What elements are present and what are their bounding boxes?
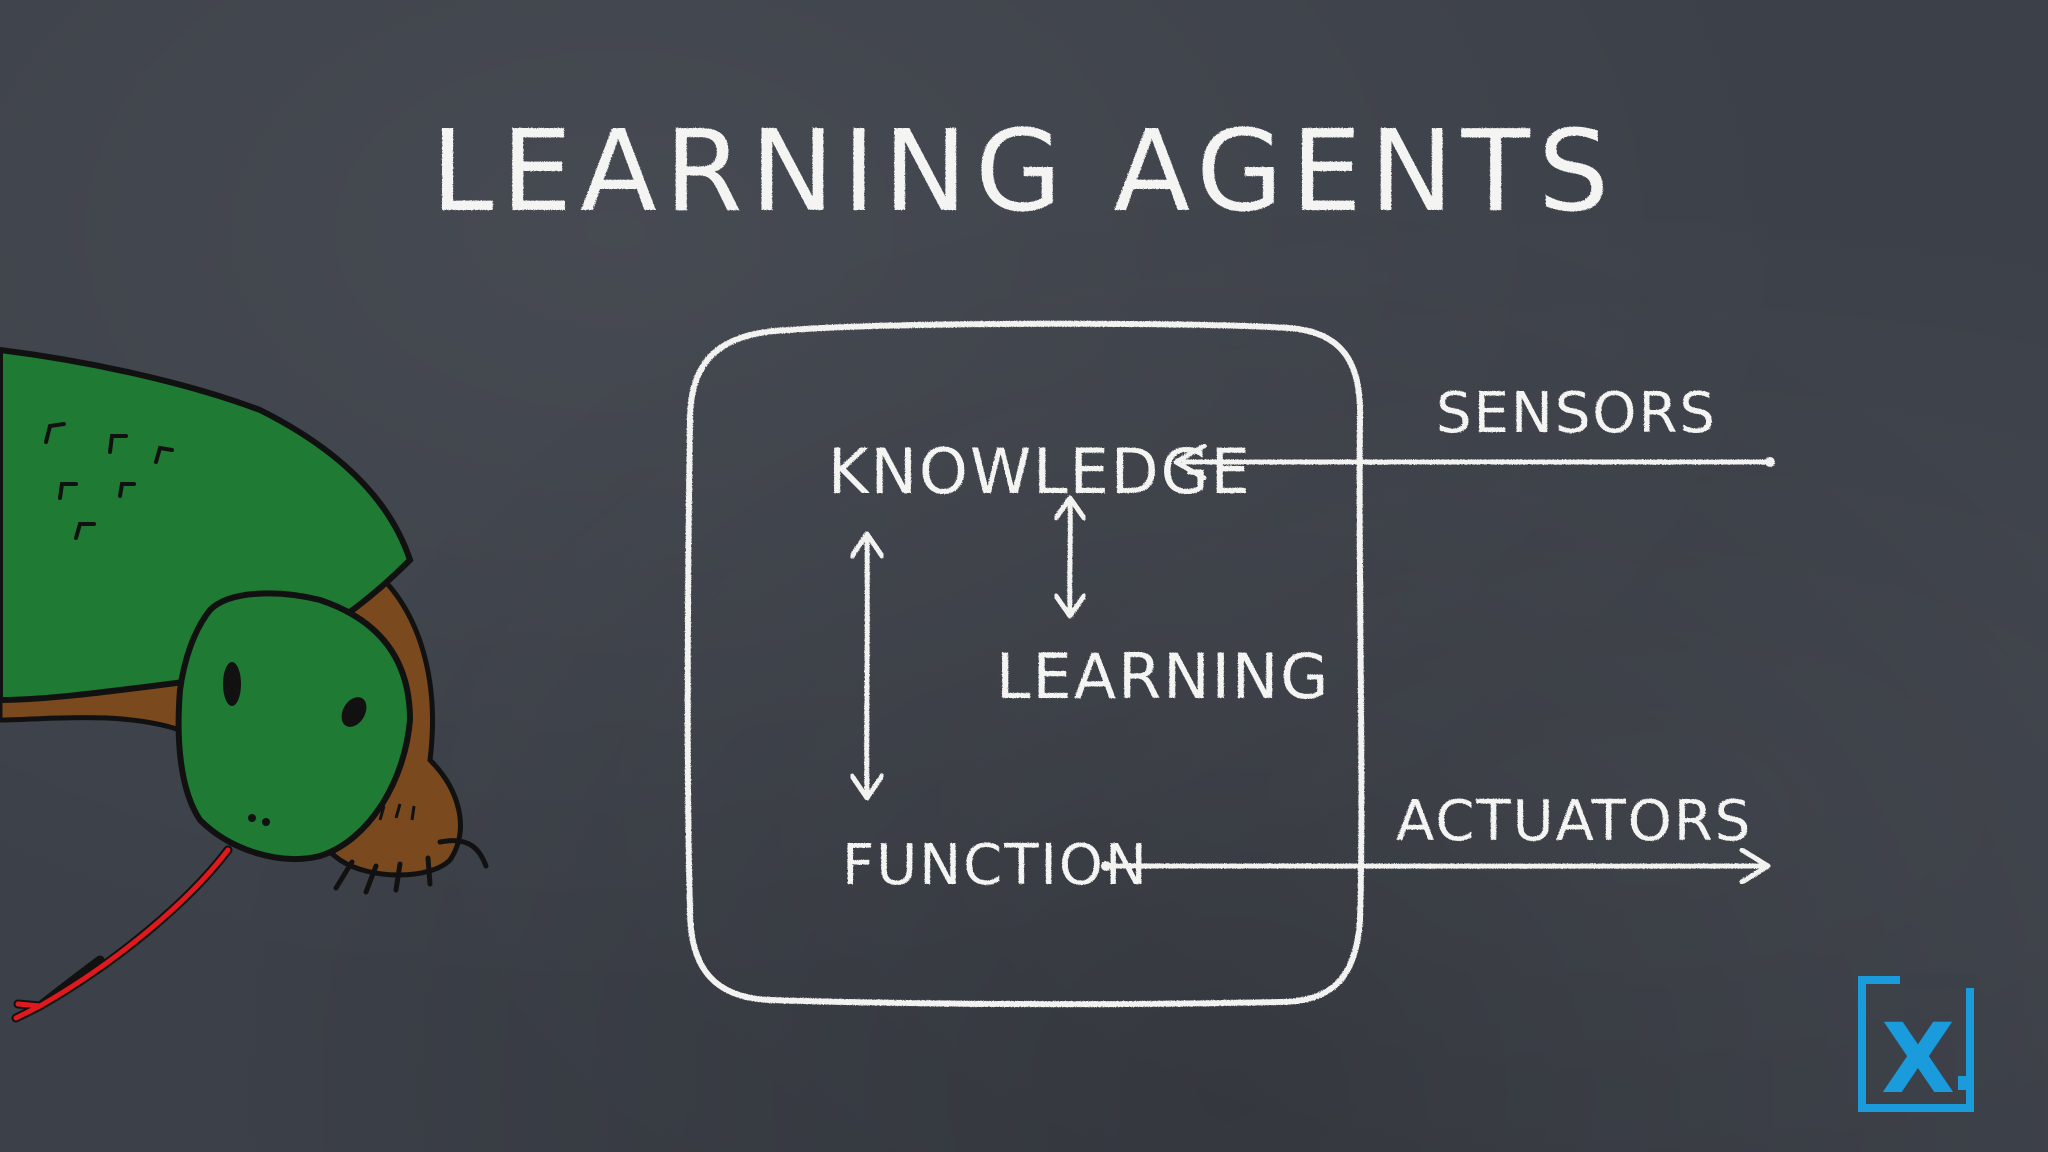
node-knowledge: KNOWLEDGE <box>828 435 1252 508</box>
lizard-eye-right <box>341 697 367 727</box>
slide-title: LEARNING AGENTS <box>431 107 1617 237</box>
edge-sensors-knowledge <box>1173 443 1775 481</box>
lizard-head <box>175 590 414 862</box>
label-sensors: SENSORS <box>1436 381 1717 446</box>
logo-glyph: X <box>1881 1003 1955 1115</box>
edge-function-actuators <box>1101 847 1771 885</box>
lizard-tongue <box>11 845 233 1023</box>
brand-logo: X <box>1858 974 1976 1115</box>
komodo-dragon-illustration <box>0 346 489 1023</box>
edge-knowledge-learning <box>1053 495 1087 619</box>
node-learning: LEARNING <box>996 640 1330 713</box>
lizard-eye-left <box>223 662 241 706</box>
agent-box <box>684 320 1365 1008</box>
node-function: FUNCTION <box>842 833 1149 898</box>
label-actuators: ACTUATORS <box>1396 789 1752 854</box>
edge-knowledge-function <box>849 531 885 801</box>
